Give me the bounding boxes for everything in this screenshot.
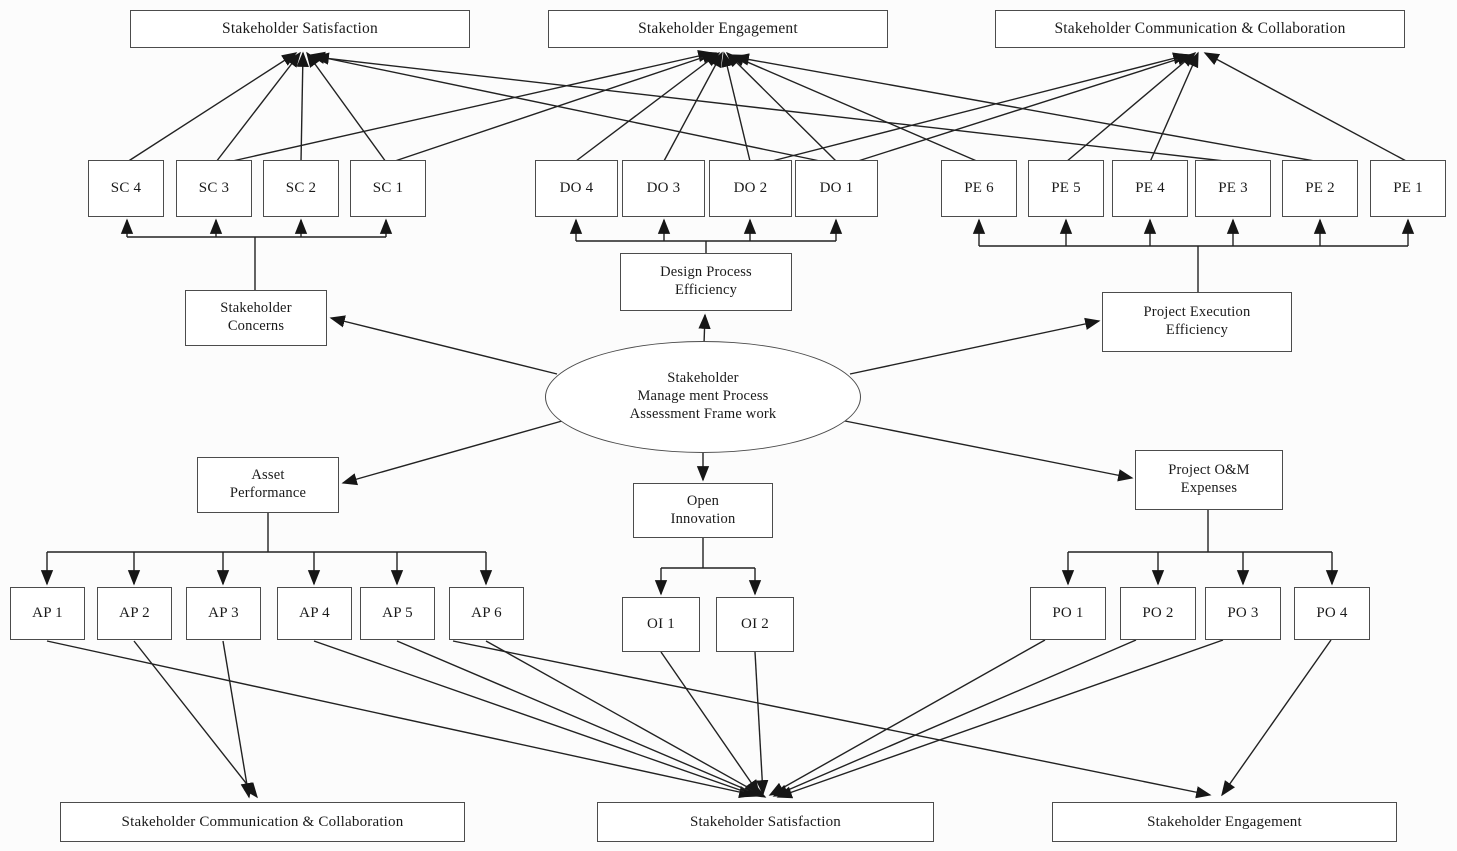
arrow-line bbox=[133, 640, 258, 799]
arrow-line bbox=[1065, 52, 1197, 163]
arrow-line bbox=[329, 315, 558, 375]
do-1-node: DO 1 bbox=[795, 160, 878, 217]
arrow-line bbox=[126, 52, 298, 163]
arrow-line bbox=[296, 51, 309, 163]
sc-2-node: SC 2 bbox=[263, 160, 339, 217]
oi-1-node: OI 1 bbox=[622, 597, 700, 652]
ap-6-node: AP 6 bbox=[449, 587, 524, 640]
pe-2-node: PE 2 bbox=[1282, 160, 1358, 217]
bottom-stakeholder-engagement-node: Stakeholder Engagement bbox=[1052, 802, 1397, 842]
arrow-line bbox=[1203, 52, 1409, 163]
pe-3-node: PE 3 bbox=[1195, 160, 1271, 217]
open-innovation-node: Open Innovation bbox=[633, 483, 773, 538]
framework-ellipse-node: Stakeholder Manage ment Process Assessme… bbox=[545, 341, 861, 453]
arrow-line bbox=[776, 639, 1224, 799]
do-2-node: DO 2 bbox=[709, 160, 792, 217]
arrow-line bbox=[721, 51, 751, 162]
do-4-node: DO 4 bbox=[535, 160, 618, 217]
bottom-stakeholder-satisfaction-node: Stakeholder Satisfaction bbox=[597, 802, 934, 842]
asset-performance-node: Asset Performance bbox=[197, 457, 339, 513]
arrow-line bbox=[729, 54, 980, 163]
arrow-line bbox=[391, 51, 718, 163]
arrow-line bbox=[313, 52, 1234, 163]
bottom-stakeholder-communication-collaboration-node: Stakeholder Communication & Collaboratio… bbox=[60, 802, 465, 842]
arrow-line bbox=[227, 50, 714, 163]
arrow-line bbox=[698, 313, 711, 345]
oi-2-node: OI 2 bbox=[716, 597, 794, 652]
ap-3-node: AP 3 bbox=[186, 587, 261, 640]
arrow-line bbox=[313, 640, 759, 798]
arrow-line bbox=[857, 53, 1193, 162]
arrow-line bbox=[663, 51, 723, 162]
arrow-line bbox=[660, 651, 760, 796]
do-3-node: DO 3 bbox=[622, 160, 705, 217]
sc-3-node: SC 3 bbox=[176, 160, 252, 217]
po-1-node: PO 1 bbox=[1030, 587, 1106, 640]
arrow-line bbox=[772, 639, 1137, 797]
arrow-line bbox=[215, 51, 301, 163]
stakeholder-concerns-node: Stakeholder Concerns bbox=[185, 290, 327, 346]
arrow-line bbox=[309, 51, 821, 162]
pe-1-node: PE 1 bbox=[1370, 160, 1446, 217]
project-om-expenses-node: Project O&M Expenses bbox=[1135, 450, 1283, 510]
po-2-node: PO 2 bbox=[1120, 587, 1196, 640]
arrow-line bbox=[849, 317, 1101, 375]
arrow-line bbox=[306, 51, 387, 163]
ap-2-node: AP 2 bbox=[97, 587, 172, 640]
edge-group bbox=[40, 50, 1415, 799]
arrow-line bbox=[452, 640, 1212, 799]
arrow-line bbox=[1221, 639, 1332, 797]
arrow-line bbox=[46, 640, 755, 799]
arrow-line bbox=[396, 640, 763, 797]
top-stakeholder-satisfaction-node: Stakeholder Satisfaction bbox=[130, 10, 470, 48]
pe-6-node: PE 6 bbox=[941, 160, 1017, 217]
arrow-line bbox=[341, 420, 563, 486]
arrow-line bbox=[771, 52, 1189, 162]
top-stakeholder-communication-collaboration-node: Stakeholder Communication & Collaboratio… bbox=[995, 10, 1405, 48]
arrow-line bbox=[725, 51, 837, 162]
top-stakeholder-engagement-node: Stakeholder Engagement bbox=[548, 10, 888, 48]
arrow-line bbox=[844, 420, 1134, 482]
arrow-line bbox=[1149, 51, 1199, 163]
arrow-line bbox=[485, 640, 767, 798]
arrow-line bbox=[222, 640, 253, 799]
po-3-node: PO 3 bbox=[1205, 587, 1281, 640]
po-4-node: PO 4 bbox=[1294, 587, 1370, 640]
ap-1-node: AP 1 bbox=[10, 587, 85, 640]
pe-5-node: PE 5 bbox=[1028, 160, 1104, 217]
project-execution-efficiency-node: Project Execution Efficiency bbox=[1102, 292, 1292, 352]
ap-4-node: AP 4 bbox=[277, 587, 352, 640]
pe-4-node: PE 4 bbox=[1112, 160, 1188, 217]
design-process-efficiency-node: Design Process Efficiency bbox=[620, 253, 792, 311]
sc-4-node: SC 4 bbox=[88, 160, 164, 217]
ap-5-node: AP 5 bbox=[360, 587, 435, 640]
arrow-line bbox=[754, 651, 769, 796]
arrow-line bbox=[768, 639, 1046, 796]
arrow-line bbox=[575, 52, 721, 162]
sc-1-node: SC 1 bbox=[350, 160, 426, 217]
arrow-line bbox=[733, 53, 1321, 163]
